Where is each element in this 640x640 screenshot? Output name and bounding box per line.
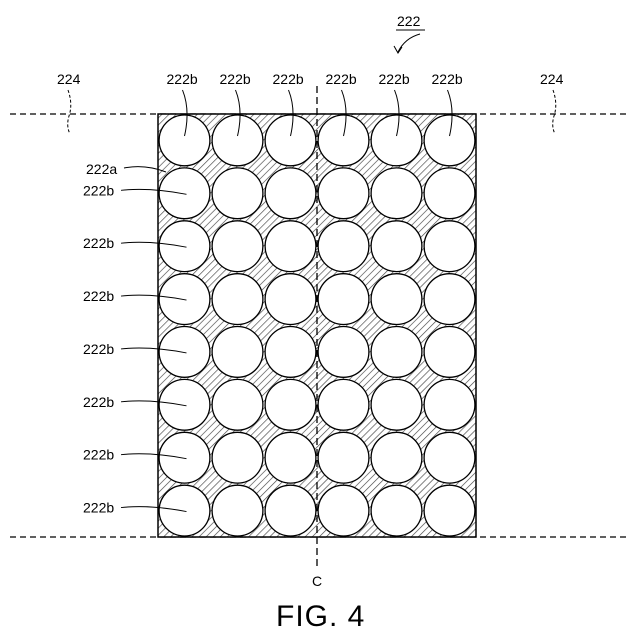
element-circle bbox=[318, 168, 369, 219]
element-circle bbox=[212, 221, 263, 272]
element-circle bbox=[159, 115, 210, 166]
element-circle bbox=[159, 168, 210, 219]
element-circle bbox=[265, 221, 316, 272]
region-label-right: 224 bbox=[540, 71, 564, 87]
element-circle bbox=[371, 379, 422, 430]
element-circle bbox=[318, 485, 369, 536]
element-circle bbox=[371, 168, 422, 219]
element-circle bbox=[318, 221, 369, 272]
element-label-top: 222b bbox=[326, 71, 357, 87]
element-label-top: 222b bbox=[220, 71, 251, 87]
assembly-arrow bbox=[398, 34, 420, 52]
element-circle bbox=[212, 485, 263, 536]
element-label-top: 222b bbox=[432, 71, 463, 87]
region-leader-right bbox=[553, 90, 556, 134]
element-circle bbox=[159, 327, 210, 378]
element-circle bbox=[424, 379, 475, 430]
element-label-side: 222b bbox=[83, 235, 114, 251]
element-circle bbox=[159, 221, 210, 272]
element-circle bbox=[424, 485, 475, 536]
element-circle bbox=[212, 168, 263, 219]
element-circle bbox=[265, 168, 316, 219]
element-circle bbox=[265, 379, 316, 430]
element-circle bbox=[318, 327, 369, 378]
element-circle bbox=[424, 115, 475, 166]
element-circle bbox=[265, 274, 316, 325]
element-circle bbox=[371, 432, 422, 483]
element-circle bbox=[212, 327, 263, 378]
element-circle bbox=[371, 274, 422, 325]
element-circle bbox=[212, 432, 263, 483]
element-circle bbox=[424, 221, 475, 272]
centerline-label: C bbox=[312, 573, 322, 589]
element-circle bbox=[424, 432, 475, 483]
element-label-side: 222b bbox=[83, 341, 114, 357]
element-circle bbox=[424, 327, 475, 378]
element-circle bbox=[424, 274, 475, 325]
assembly-label: 222 bbox=[397, 13, 421, 29]
element-label-side: 222b bbox=[83, 500, 114, 516]
element-label-side: 222b bbox=[83, 288, 114, 304]
element-circle bbox=[212, 379, 263, 430]
element-circle bbox=[318, 432, 369, 483]
element-circle bbox=[265, 432, 316, 483]
element-circle bbox=[371, 221, 422, 272]
region-label-left: 224 bbox=[57, 71, 81, 87]
element-label-top: 222b bbox=[379, 71, 410, 87]
element-circle bbox=[212, 274, 263, 325]
matrix-label: 222a bbox=[86, 161, 117, 177]
element-circle bbox=[159, 274, 210, 325]
element-label-side: 222b bbox=[83, 182, 114, 198]
figure-caption: FIG. 4 bbox=[276, 600, 365, 633]
element-circle bbox=[318, 379, 369, 430]
element-label-top: 222b bbox=[167, 71, 198, 87]
element-label-side: 222b bbox=[83, 447, 114, 463]
element-circle bbox=[212, 115, 263, 166]
element-circle bbox=[159, 485, 210, 536]
element-circle bbox=[318, 115, 369, 166]
element-circle bbox=[159, 432, 210, 483]
element-circle bbox=[371, 485, 422, 536]
element-label-top: 222b bbox=[273, 71, 304, 87]
element-circle bbox=[318, 274, 369, 325]
region-leader-left bbox=[68, 90, 71, 134]
element-circle bbox=[265, 485, 316, 536]
element-circle bbox=[371, 327, 422, 378]
element-circle bbox=[371, 115, 422, 166]
element-circle bbox=[159, 379, 210, 430]
element-circle bbox=[265, 115, 316, 166]
element-circle bbox=[265, 327, 316, 378]
element-label-side: 222b bbox=[83, 394, 114, 410]
element-circle bbox=[424, 168, 475, 219]
